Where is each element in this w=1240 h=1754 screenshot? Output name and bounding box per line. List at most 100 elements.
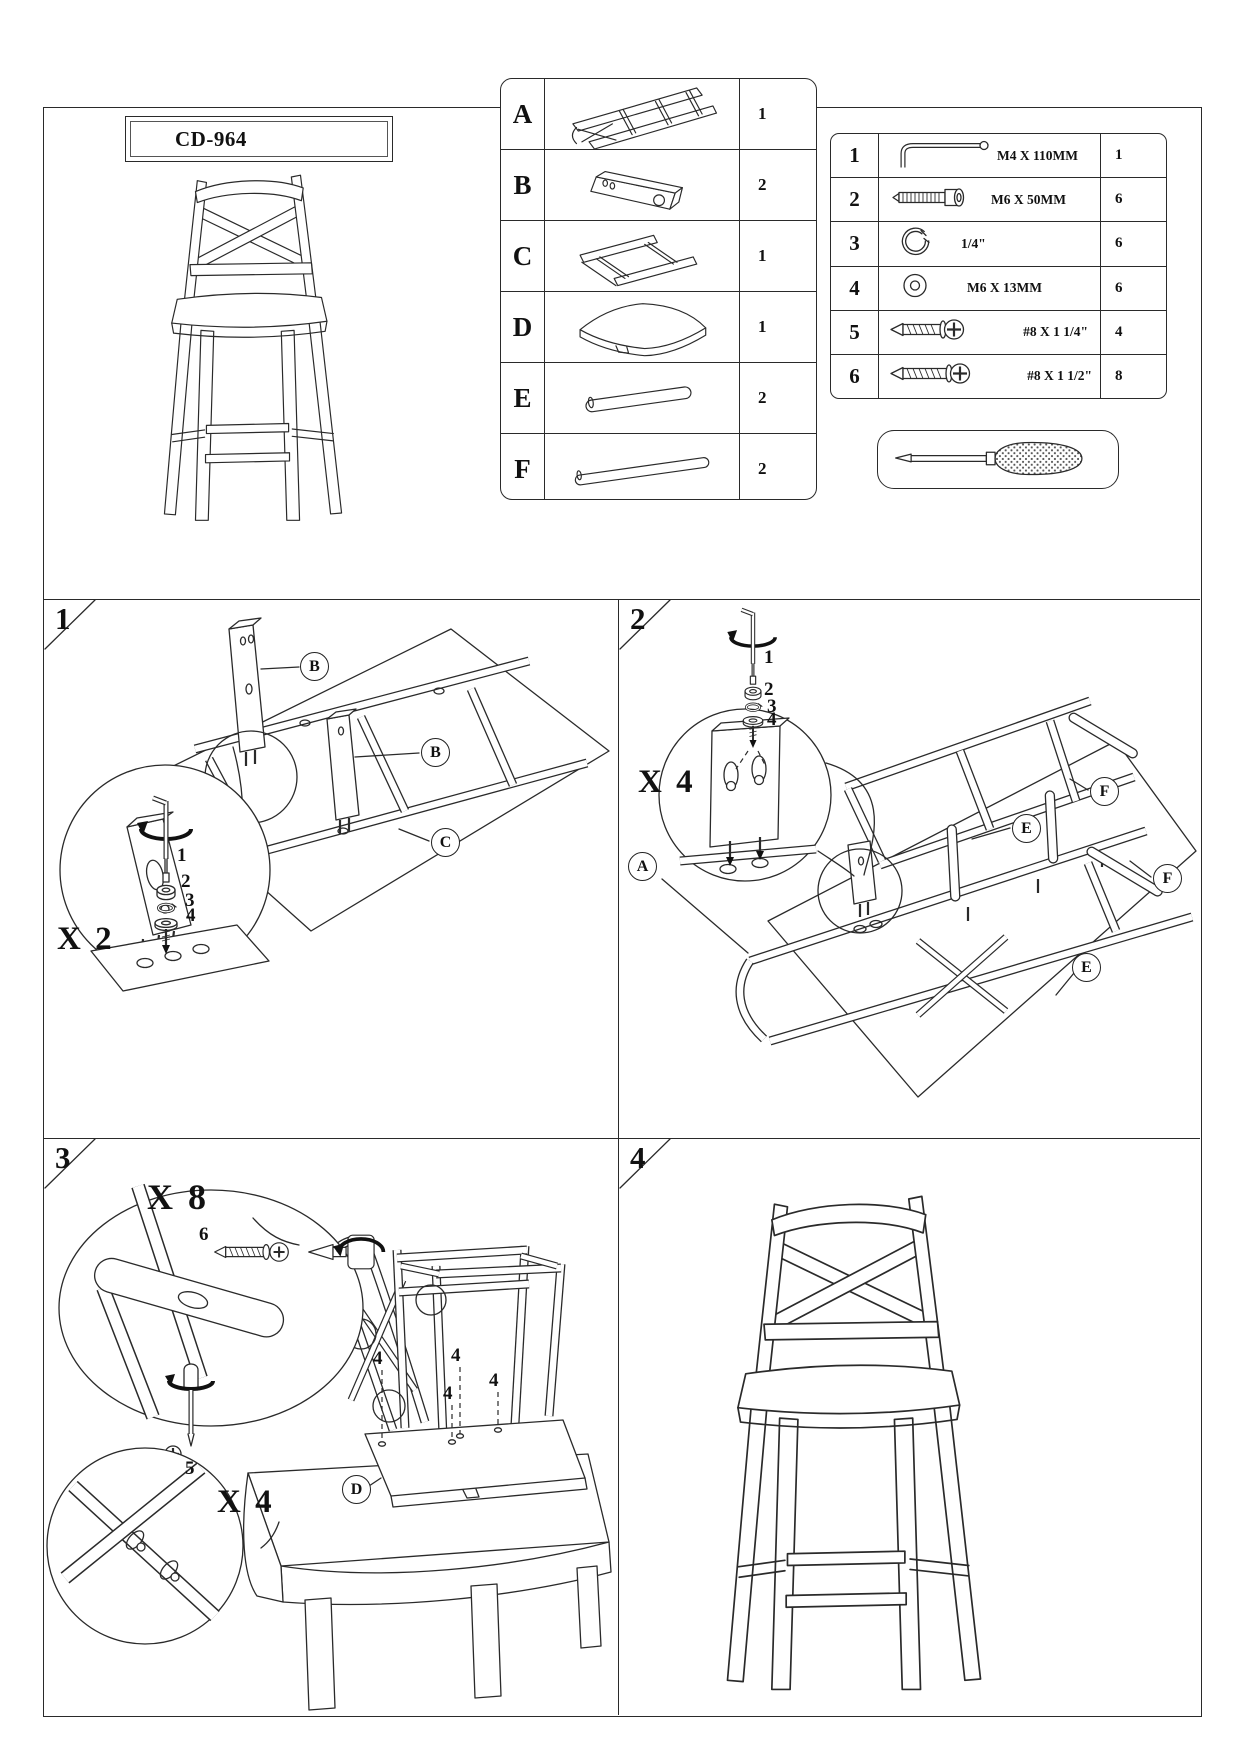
hardware-spec: M4 X 110MM [997, 147, 1078, 163]
part-letter: D [501, 292, 545, 362]
part-qty: 2 [758, 175, 767, 194]
hardware-spec: 1/4" [961, 235, 986, 251]
part-callout-a: A [628, 852, 657, 881]
model-number-inner-border: CD-964 [130, 121, 388, 157]
hardware-spec-cell: M6 X 13MM [879, 267, 1100, 310]
table-row: F 2 [501, 434, 816, 499]
flat-washer-icon [893, 266, 937, 311]
hardware-ref: 4 [373, 1348, 383, 1369]
hardware-ref: 2 [764, 679, 774, 700]
repeat-count: X 4 [217, 1484, 275, 1520]
hardware-no: 1 [831, 134, 879, 178]
screwdriver-icon [895, 441, 1083, 476]
model-number: CD-964 [175, 126, 247, 151]
repeat-count: X 2 [57, 921, 115, 957]
hardware-ref: 5 [185, 1458, 195, 1479]
part-d-seat-icon [545, 292, 740, 362]
repeat-count: X 8 [147, 1177, 209, 1217]
table-row: 4 M6 X 13MM 6 [831, 266, 1166, 311]
hardware-ref: 1 [764, 647, 774, 668]
hardware-qty: 4 [1100, 310, 1166, 354]
section-divider [43, 599, 1200, 600]
part-qty: 1 [758, 104, 767, 123]
step-4-panel: 4 [618, 1138, 1200, 1715]
part-callout-b: B [300, 652, 329, 681]
part-callout-f: F [1090, 777, 1119, 806]
model-number-box: CD-964 [125, 116, 393, 162]
part-a-back-frame-icon [545, 79, 740, 149]
hardware-no: 6 [831, 354, 879, 398]
part-callout-e: E [1012, 814, 1041, 843]
part-letter: B [501, 150, 545, 220]
step-1-panel: 1 B B C 1 2 3 4 X 2 [43, 599, 618, 1138]
part-letter: E [501, 363, 545, 433]
part-letter: C [501, 221, 545, 291]
hardware-spec-cell: M4 X 110MM [879, 134, 1100, 177]
hardware-qty: 1 [1100, 134, 1166, 178]
hardware-spec: #8 X 1 1/4" [1023, 324, 1088, 340]
part-callout-e: E [1072, 953, 1101, 982]
hardware-qty: 6 [1100, 178, 1166, 222]
hardware-ref: 2 [181, 871, 191, 892]
part-qty: 1 [758, 317, 767, 336]
part-qty: 1 [758, 246, 767, 265]
table-row: 3 1/4" 6 [831, 222, 1166, 267]
step-number: 3 [55, 1140, 71, 1175]
hardware-spec-cell: M6 X 50MM [879, 178, 1100, 221]
part-letter: A [501, 79, 545, 149]
part-callout-c: C [431, 828, 460, 857]
hardware-no: 4 [831, 266, 879, 310]
step-number: 1 [55, 601, 71, 636]
step-2-panel: 2 F E F E A 1 2 3 4 X 4 [618, 599, 1200, 1138]
step-number: 2 [630, 601, 646, 636]
hardware-ref: 1 [177, 845, 187, 866]
section-divider [618, 599, 619, 1715]
hardware-ref: 4 [186, 905, 196, 926]
part-callout-f: F [1153, 864, 1182, 893]
wood-screw-icon [885, 310, 975, 355]
table-row: 1 M4 X 110MM 1 [831, 134, 1166, 179]
hardware-no: 2 [831, 178, 879, 222]
step-3-drawing [44, 1138, 612, 1711]
part-b-leg-icon [545, 150, 740, 220]
part-letter: F [501, 434, 545, 499]
hardware-no: 5 [831, 310, 879, 354]
table-row: 6 #8 X 1 1/2" 8 [831, 354, 1166, 398]
step-4-drawing [619, 1138, 982, 1691]
hardware-ref: 6 [199, 1224, 209, 1245]
tool-box [877, 430, 1119, 489]
part-c-side-frame-icon [545, 221, 740, 291]
hardware-qty: 8 [1100, 354, 1166, 398]
hardware-ref: 4 [489, 1370, 499, 1391]
hardware-qty: 6 [1100, 222, 1166, 266]
part-f-stretcher-icon [545, 434, 740, 499]
table-row: B 2 [501, 150, 816, 221]
hardware-ref: 3 [185, 890, 195, 911]
table-row: 2 M6 X 50MM 6 [831, 178, 1166, 223]
table-row: C 1 [501, 221, 816, 292]
step-2-drawing [619, 599, 1197, 1098]
part-qty: 2 [758, 388, 767, 407]
hardware-ref: 3 [767, 696, 777, 717]
step-3-panel: 3 X 8 6 5 X 4 4 4 4 4 D [43, 1138, 618, 1715]
step-1-drawing [44, 599, 610, 992]
wood-screw-icon [885, 354, 981, 398]
repeat-count: X 4 [638, 764, 696, 800]
hardware-ref: 4 [451, 1345, 461, 1366]
hardware-table: 1 M4 X 110MM 1 2 [830, 133, 1167, 399]
bolt-icon [885, 177, 975, 222]
section-divider [43, 1138, 1200, 1139]
hardware-spec: #8 X 1 1/2" [1027, 368, 1092, 384]
hardware-no: 3 [831, 222, 879, 266]
hardware-spec: M6 X 13MM [967, 280, 1042, 296]
step-number: 4 [630, 1140, 646, 1175]
part-callout-d: D [342, 1475, 371, 1504]
table-row: A 1 [501, 79, 816, 150]
table-row: E 2 [501, 363, 816, 434]
hardware-ref: 4 [767, 709, 777, 730]
hardware-spec-cell: 1/4" [879, 222, 1100, 265]
table-row: D 1 [501, 292, 816, 363]
hardware-spec-cell: #8 X 1 1/4" [879, 311, 1100, 354]
table-row: 5 #8 X 1 1/4" 4 [831, 310, 1166, 355]
